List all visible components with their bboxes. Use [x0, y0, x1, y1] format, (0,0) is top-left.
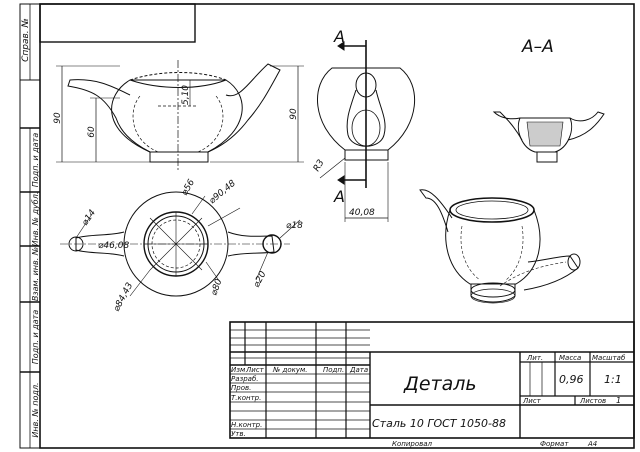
- inner-frame: [39, 3, 635, 449]
- sprav-no-label: Справ. №: [21, 18, 31, 62]
- inv-dubl-label: Инв. № дубл.: [31, 192, 40, 247]
- dim-dia-84-43: ⌀84,43: [112, 281, 136, 313]
- dim-90-left: 90: [53, 112, 63, 124]
- title-block: [229, 321, 635, 439]
- front-view: [56, 60, 304, 170]
- tb-no-dokum: № докум.: [272, 366, 308, 374]
- tb-massa-val: 0,96: [559, 373, 584, 386]
- tb-massa: Масса: [559, 354, 581, 362]
- tb-izm: Изм: [231, 366, 246, 374]
- podp-data-top-label: Подп. и дата: [31, 133, 40, 188]
- dim-dia-90-48: ⌀90,48: [208, 178, 239, 206]
- footer-kopiroval: Копировал: [392, 440, 433, 448]
- inv-podl-label: Инв. № подл.: [31, 382, 40, 437]
- dim-dia-18: ⌀18: [286, 221, 303, 231]
- side-strip: Справ. № Подп. и дата Инв. № дубл. Взам.…: [20, 4, 40, 448]
- section-view: [492, 111, 605, 163]
- dim-dia-56: ⌀56: [180, 178, 197, 198]
- tb-razrab: Разраб.: [231, 375, 259, 383]
- tb-masshtab-val: 1:1: [604, 373, 622, 386]
- dim-90-right: 90: [289, 108, 299, 120]
- top-view: [60, 191, 301, 297]
- dim-dia-14: ⌀14: [80, 208, 98, 228]
- section-arrow-top: [337, 41, 366, 51]
- perv-primen-box: [39, 3, 196, 43]
- isometric-view: [419, 189, 581, 304]
- dim-5-10: 5,10: [181, 85, 191, 105]
- tb-utv: Утв.: [231, 430, 246, 438]
- tb-listov-val: 1: [616, 396, 621, 405]
- dim-40-08: 40,08: [349, 208, 375, 218]
- section-mark-bottom: A: [333, 187, 345, 206]
- tb-listov-label: Листов: [579, 397, 606, 405]
- dim-dia-46-08: ⌀46,08: [98, 241, 129, 251]
- side-view: [317, 40, 416, 222]
- tb-masshtab: Масштаб: [592, 354, 626, 362]
- podp-data-bottom-label: Подп. и дата: [31, 310, 40, 365]
- section-arrow-bottom: [337, 175, 366, 185]
- dim-dia-20: ⌀20: [252, 270, 269, 290]
- tb-n-kontr: Н.контр.: [231, 421, 262, 429]
- dim-dia-80: ⌀80: [209, 277, 224, 297]
- tb-t-kontr: Т.контр.: [231, 394, 261, 402]
- dim-r3: R3: [312, 158, 327, 174]
- footer-format: Формат: [540, 440, 569, 448]
- dim-60: 60: [87, 126, 97, 138]
- section-title: A–A: [521, 37, 554, 57]
- tb-podp: Подп.: [323, 366, 344, 374]
- section-mark-top: A: [333, 27, 345, 46]
- tb-name: Деталь: [403, 373, 477, 395]
- tb-material: Сталь 10 ГОСТ 1050-88: [372, 417, 506, 430]
- tb-list-label: Лист: [522, 397, 542, 405]
- footer-format-val: А4: [587, 440, 597, 448]
- tb-lit: Лит.: [526, 354, 543, 362]
- tb-list: Лист: [245, 366, 265, 374]
- tb-prov: Пров.: [231, 384, 251, 392]
- vzam-inv-label: Взам. инв. №: [31, 247, 40, 301]
- tb-data: Дата: [349, 366, 368, 374]
